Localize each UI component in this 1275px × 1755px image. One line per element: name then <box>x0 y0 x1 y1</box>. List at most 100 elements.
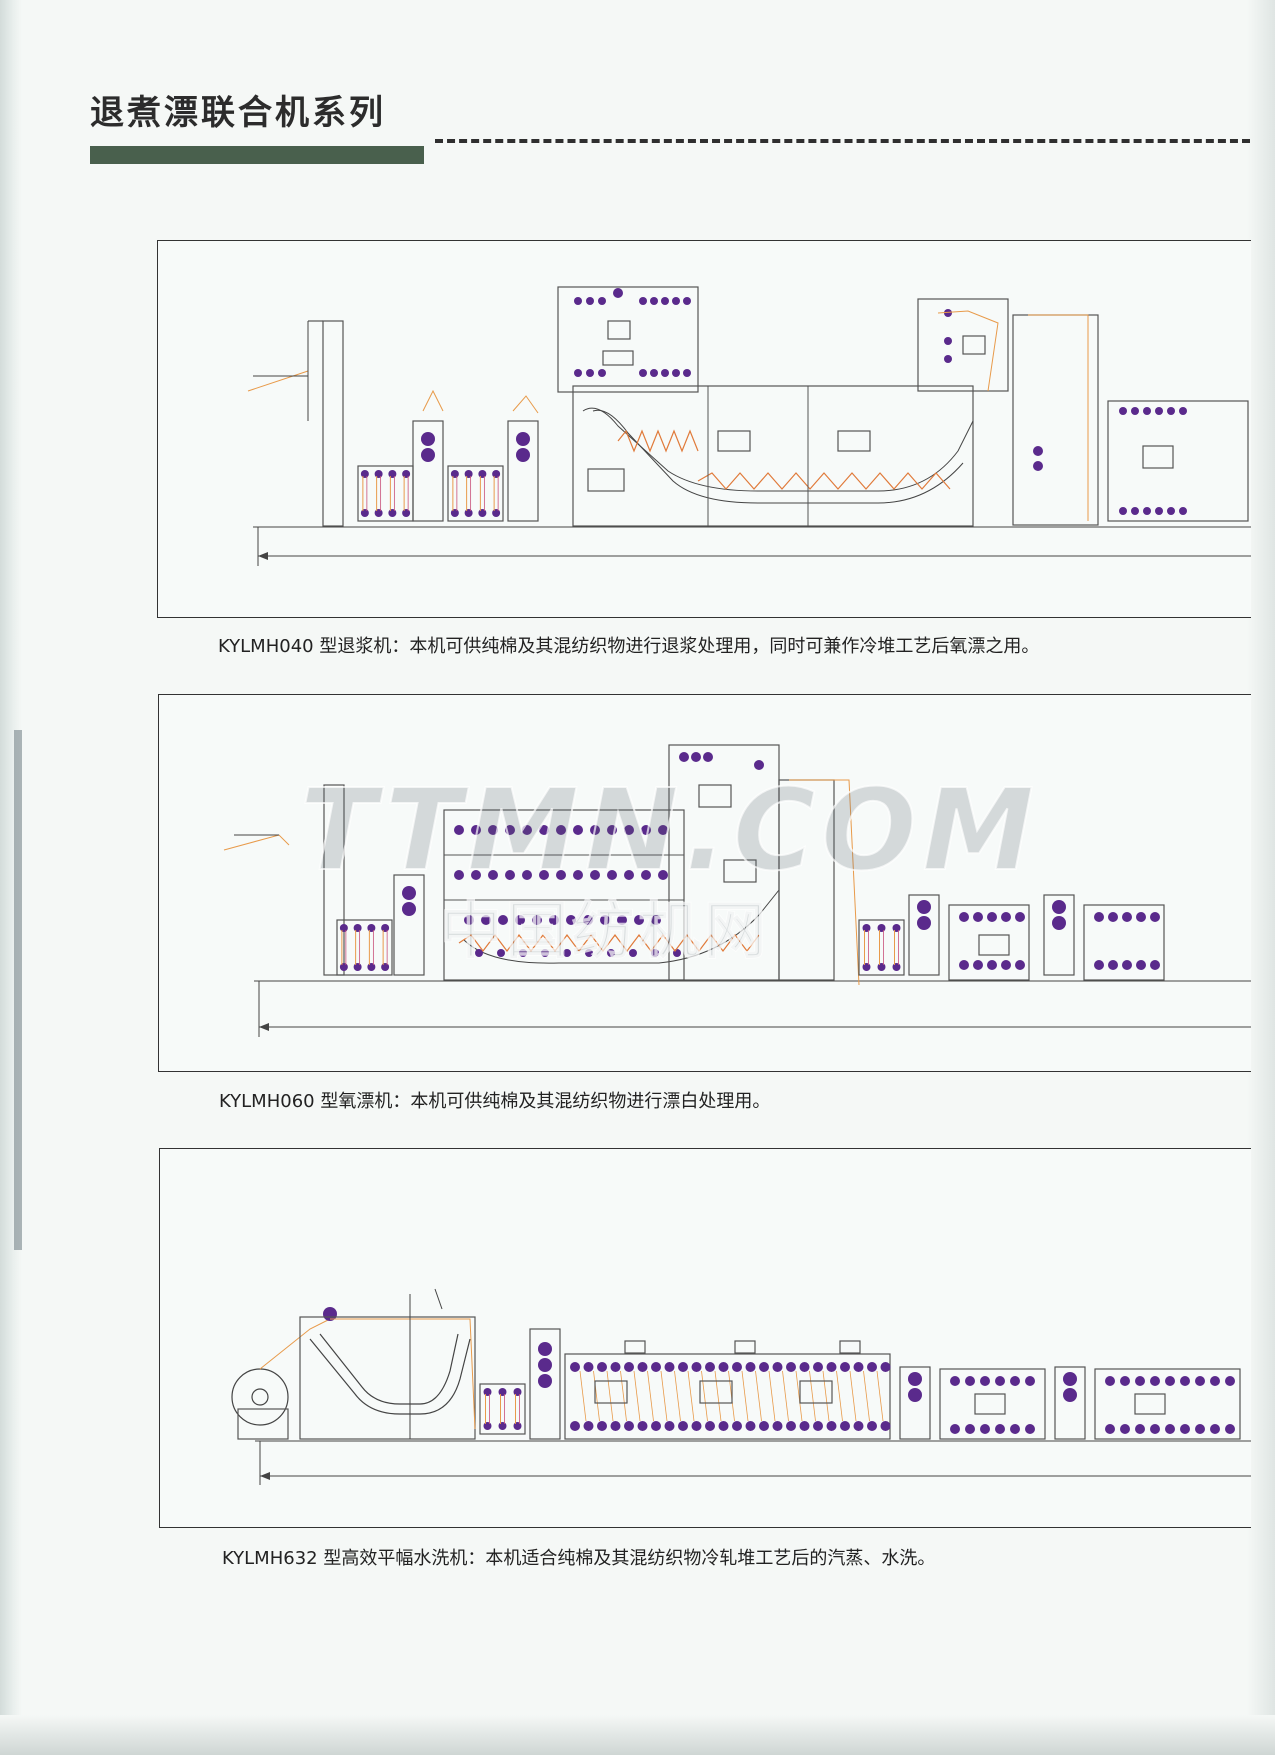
roller <box>481 915 491 925</box>
roller <box>360 509 369 517</box>
roller <box>1210 1376 1220 1386</box>
roller <box>1108 960 1118 970</box>
roller <box>597 1421 607 1431</box>
roller <box>570 1421 580 1431</box>
title-block: 退煮漂联合机系列 <box>90 92 386 134</box>
roller <box>772 1362 783 1372</box>
fabric-path <box>714 1370 722 1422</box>
padder-frame <box>393 874 425 976</box>
washing-unit <box>939 1368 1046 1440</box>
roller <box>1150 912 1160 922</box>
exit-tower <box>917 298 1009 392</box>
roller <box>1025 1376 1035 1386</box>
roller <box>853 1362 864 1372</box>
washing-tank <box>858 919 905 976</box>
roller <box>498 1422 507 1430</box>
padder-frame <box>908 894 940 976</box>
roller <box>1010 1424 1020 1434</box>
roller <box>661 297 669 305</box>
roller <box>498 915 508 925</box>
roller <box>867 1362 877 1372</box>
roller <box>1001 960 1011 970</box>
roller <box>585 949 593 957</box>
machine-diagram-1 <box>247 286 1251 566</box>
roller <box>483 1422 492 1430</box>
roller <box>732 1421 742 1431</box>
roller <box>505 825 515 835</box>
fabric-path <box>512 395 539 414</box>
roller <box>402 470 411 478</box>
roller <box>892 924 901 932</box>
page-binding-shadow <box>1247 0 1275 1755</box>
fabric-path <box>755 1370 762 1422</box>
machine-diagram-panel-3 <box>159 1148 1251 1528</box>
fabric-path <box>876 1370 884 1422</box>
roller <box>610 1362 621 1372</box>
roller <box>624 1421 634 1431</box>
roller <box>651 949 659 957</box>
roller <box>360 470 369 478</box>
roller <box>987 960 997 970</box>
roller <box>853 1421 864 1431</box>
roller <box>944 337 952 345</box>
roller <box>917 916 931 930</box>
roller <box>1210 1424 1220 1434</box>
roller <box>987 912 997 922</box>
machine-diagram-panel-1 <box>157 240 1251 618</box>
fabric-path <box>579 1370 587 1422</box>
roller <box>1136 912 1146 922</box>
lifting-frame <box>1012 314 1099 526</box>
roller <box>464 470 473 478</box>
roller <box>1119 507 1127 515</box>
roller <box>607 870 617 880</box>
machine-caption-1: KYLMH040 型退浆机：本机可供纯棉及其混纺织物进行退浆处理用，同时可兼作冷… <box>218 636 1040 657</box>
roller <box>637 1421 648 1431</box>
steamer-tower <box>557 286 699 393</box>
roller <box>483 1388 492 1396</box>
roller <box>464 509 473 517</box>
roller <box>651 915 661 925</box>
roller <box>973 912 983 922</box>
roller <box>718 1362 729 1372</box>
steam-frame <box>299 1316 476 1440</box>
roller <box>650 297 658 305</box>
roller <box>965 1424 975 1434</box>
roller <box>664 1362 675 1372</box>
roller <box>786 1421 796 1431</box>
roller <box>650 369 658 377</box>
control-box <box>978 934 1010 956</box>
roller <box>1143 407 1151 415</box>
roller <box>1150 960 1160 970</box>
roller <box>607 825 617 835</box>
motor-box <box>839 1340 861 1354</box>
roller <box>813 1362 823 1372</box>
machine-caption-2: KYLMH060 型氧漂机：本机可供纯棉及其混纺织物进行漂白处理用。 <box>219 1091 771 1112</box>
roller <box>402 902 416 916</box>
roller <box>639 297 647 305</box>
machine-diagram-3 <box>231 1288 1251 1485</box>
roller <box>583 1421 594 1431</box>
roller <box>1120 1424 1130 1434</box>
roller <box>497 949 505 957</box>
roller <box>381 963 390 971</box>
control-box <box>699 1380 733 1404</box>
roller <box>1150 1376 1160 1386</box>
roller <box>1131 507 1139 515</box>
roller <box>492 470 501 478</box>
roller <box>1167 507 1175 515</box>
roller <box>1122 912 1132 922</box>
roller <box>1010 1376 1020 1386</box>
title-dashed-rule <box>435 139 1250 143</box>
roller <box>471 870 481 880</box>
roller <box>549 915 559 925</box>
washing-tank <box>447 465 504 522</box>
roller <box>464 915 474 925</box>
roller <box>1180 1424 1190 1434</box>
roller <box>651 1362 661 1372</box>
roller <box>1094 912 1104 922</box>
roller <box>488 825 498 835</box>
roller <box>944 355 952 363</box>
roller <box>478 470 487 478</box>
roller <box>539 825 549 835</box>
roller <box>1136 960 1146 970</box>
